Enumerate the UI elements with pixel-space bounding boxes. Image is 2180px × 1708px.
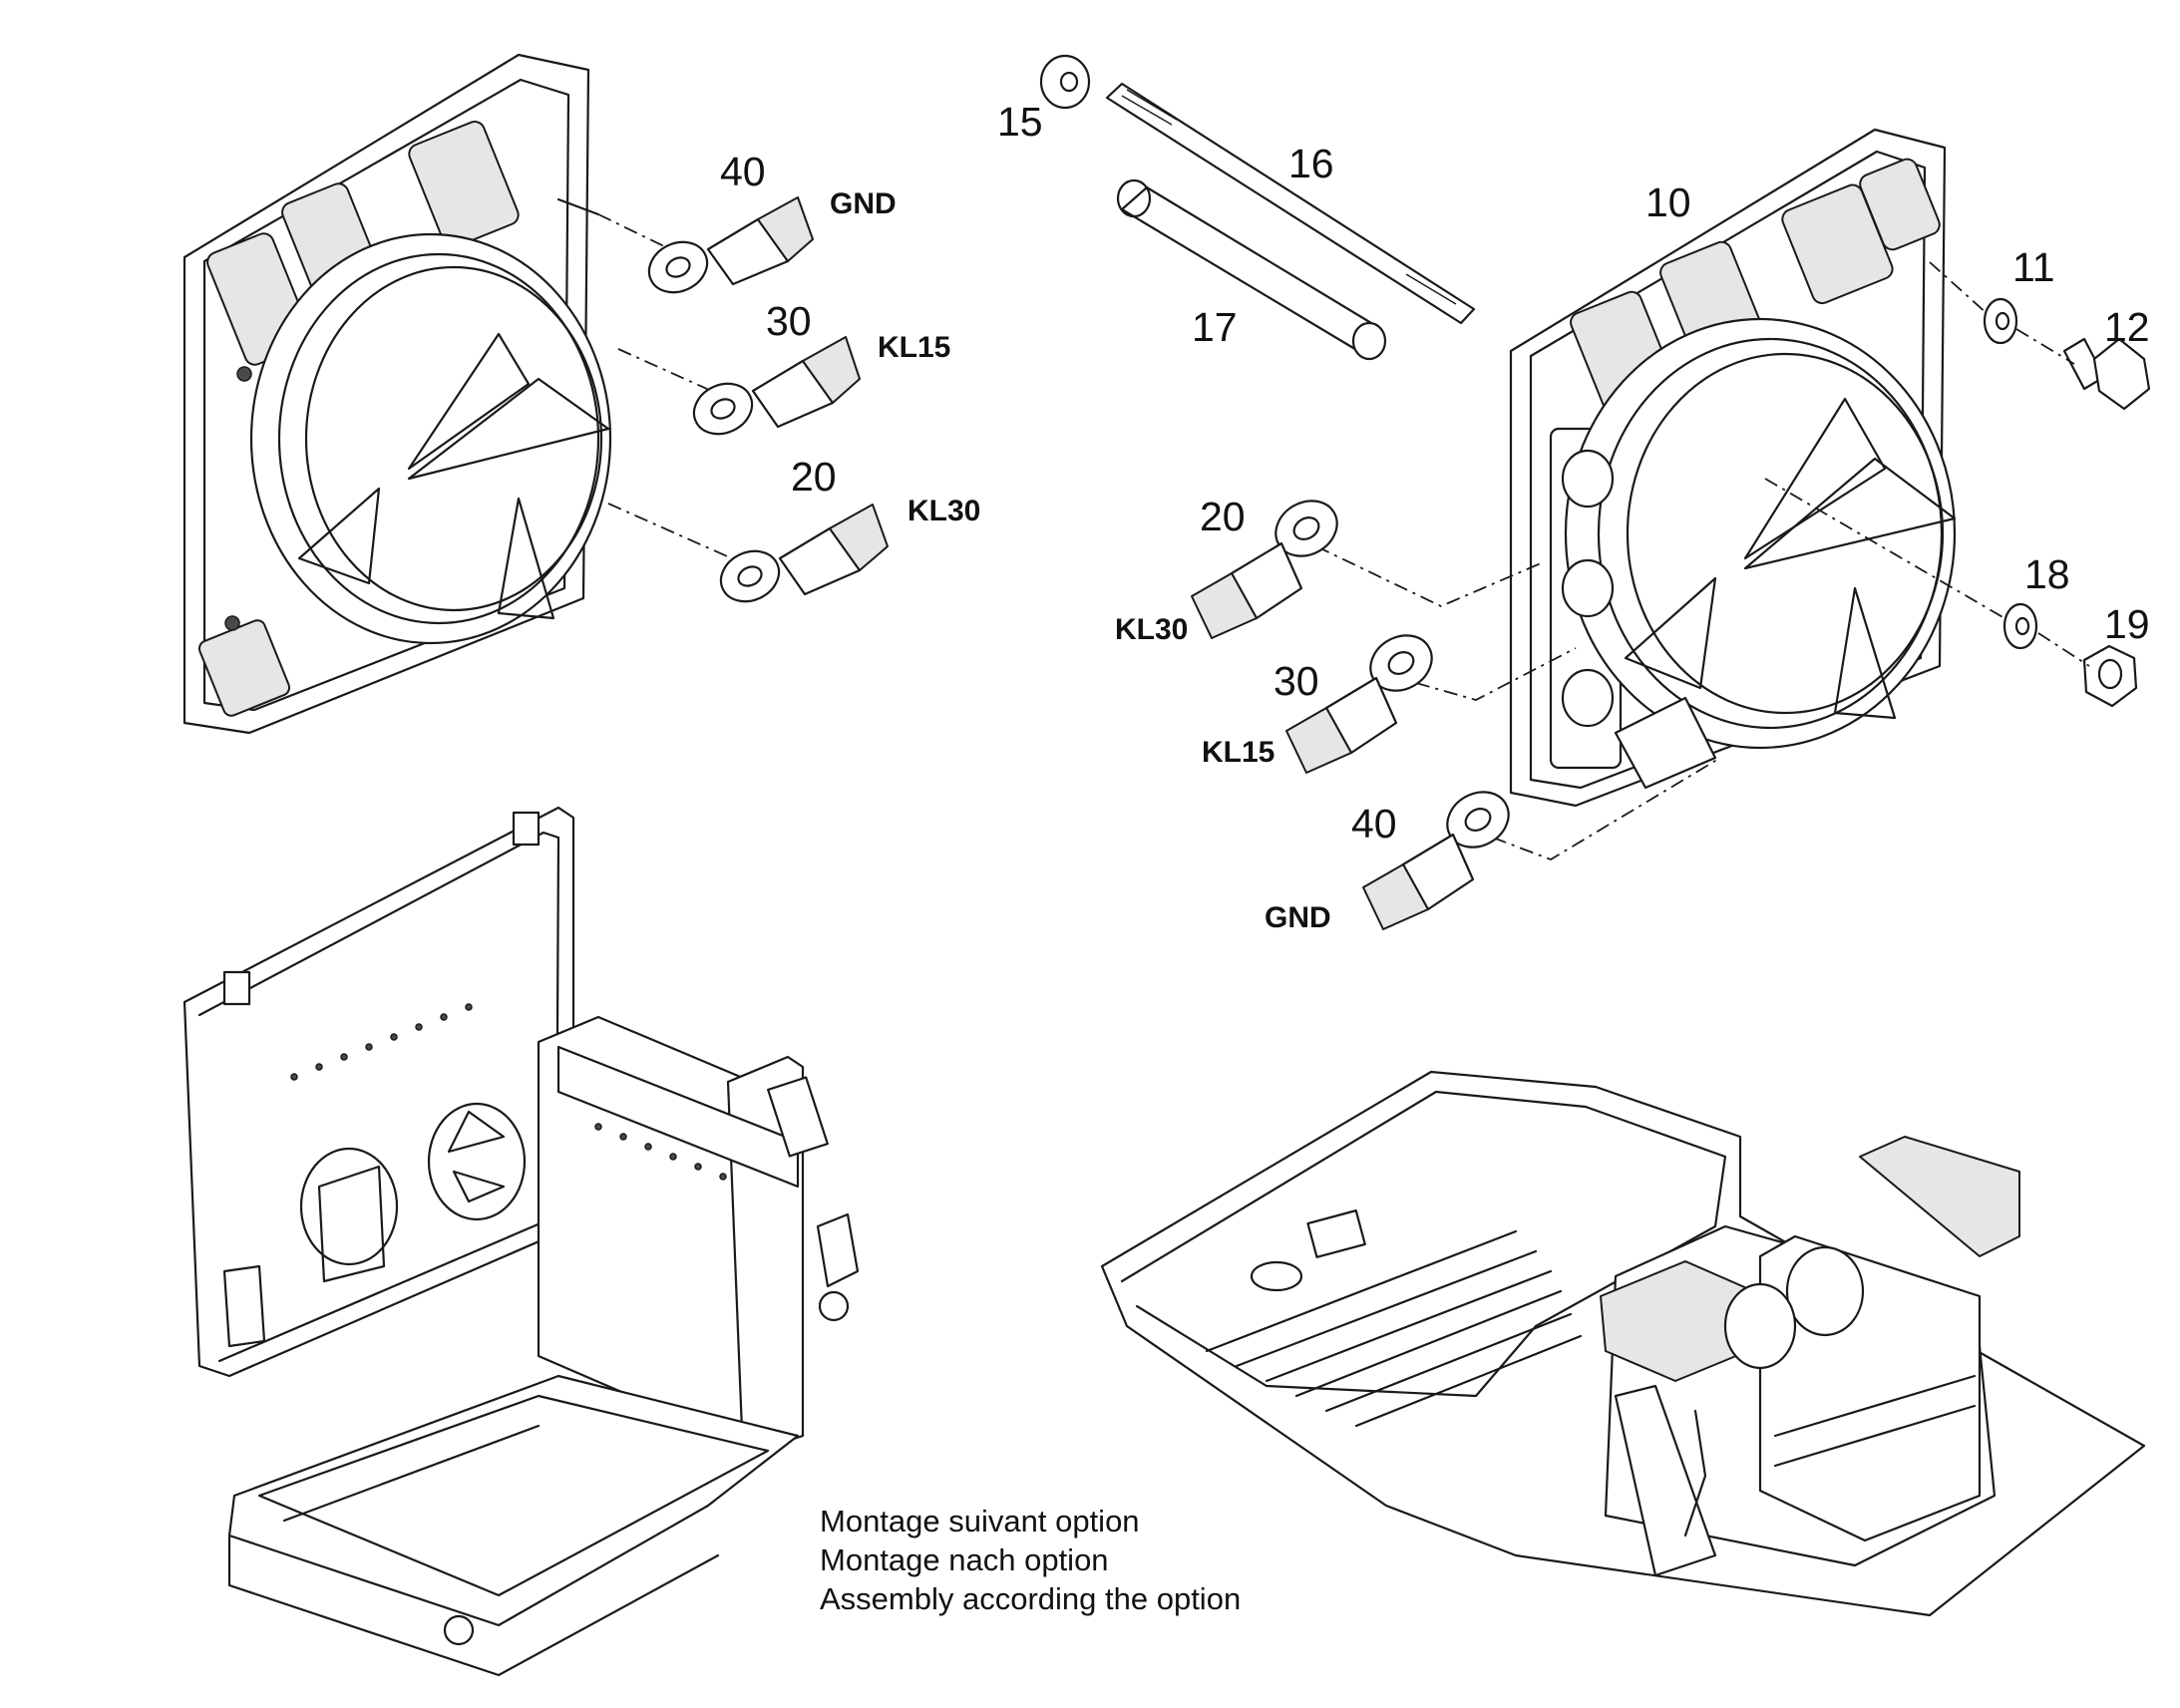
callout-20-left: 20 (791, 454, 837, 500)
ring-terminal-kl30-right (1191, 500, 1338, 639)
assembly-note-en: Assembly according the option (820, 1581, 1242, 1616)
ring-terminal-kl15-right (1285, 634, 1433, 774)
callout-20-right: 20 (1200, 494, 1246, 539)
callout-16: 16 (1288, 141, 1334, 186)
callout-19: 19 (2104, 601, 2150, 647)
leader-kl15-left (617, 348, 719, 395)
label-gnd-left: GND (830, 187, 897, 220)
threaded-rod-16 (1105, 82, 1476, 325)
leader-nut-19b (2037, 632, 2090, 667)
spacer-tube-17 (1116, 178, 1387, 361)
control-unit-right-view (1509, 128, 1957, 808)
mounted-control-units-small (299, 1102, 527, 1283)
frame-holes (290, 1003, 727, 1181)
callout-10: 10 (1645, 179, 1691, 225)
ring-terminal-gnd-right (1362, 791, 1510, 930)
callout-15: 15 (997, 99, 1043, 145)
callout-30-right: 30 (1273, 658, 1319, 704)
label-kl15-right: KL15 (1202, 736, 1274, 769)
leader-gnd-right (1492, 757, 1721, 860)
control-unit-left-view (182, 53, 612, 735)
nut-19 (2082, 644, 2138, 708)
leader-gnd-left (597, 213, 671, 250)
callout-30-left: 30 (766, 298, 812, 344)
callout-12: 12 (2104, 304, 2150, 350)
washer-15 (1039, 54, 1091, 110)
ring-terminal-gnd-left (647, 196, 814, 294)
ring-terminal-kl15-left (692, 336, 861, 436)
label-gnd-right: GND (1265, 901, 1331, 934)
assembly-note-de: Montage nach option (820, 1542, 1109, 1577)
leader-kl30-right (1315, 545, 1542, 607)
leader-kl15-right (1415, 647, 1577, 701)
label-kl30-left: KL30 (908, 495, 980, 527)
bolt-12 (2062, 337, 2151, 411)
label-kl30-right: KL30 (1115, 613, 1188, 646)
washer-11 (1983, 297, 2018, 345)
vehicle-floor-assembly (1100, 1070, 2146, 1617)
callout-17: 17 (1192, 304, 1238, 350)
washer-18 (2002, 602, 2038, 650)
leader-bolt-12 (1929, 261, 1989, 315)
leader-kl30-left (607, 503, 744, 564)
assembly-note-fr: Montage suivant option (820, 1504, 1140, 1538)
ring-terminal-kl30-left (719, 504, 889, 603)
mounting-frame-assembly (182, 806, 860, 1677)
leader-bolt-12b (2015, 328, 2075, 365)
callout-40-right: 40 (1351, 801, 1397, 847)
callout-18: 18 (2024, 551, 2070, 597)
callout-40-left: 40 (720, 149, 766, 194)
callout-11: 11 (2012, 244, 2055, 290)
assembly-note: Montage suivant option Montage nach opti… (820, 1502, 1241, 1618)
leader-nut-19 (1764, 478, 2005, 619)
label-kl15-left: KL15 (878, 331, 950, 364)
